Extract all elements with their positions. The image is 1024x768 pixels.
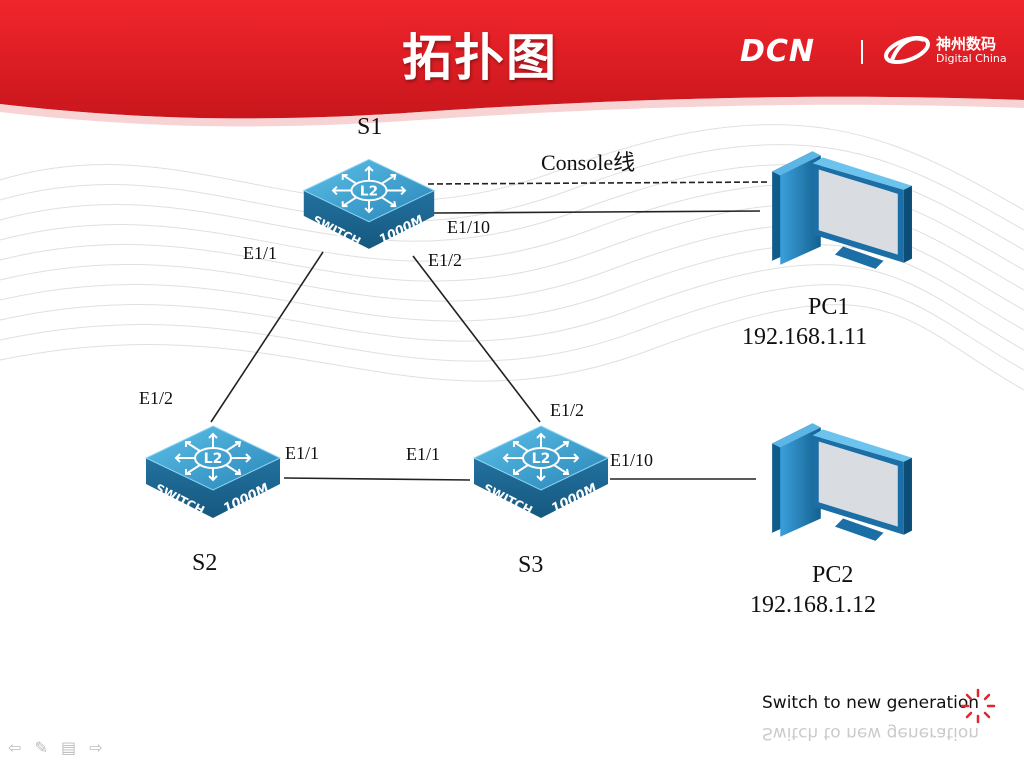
slogan: Switch to new generation [762,693,980,713]
pc1-label: PC1 [808,294,850,320]
s2-port-e1-2: E1/2 [139,388,173,408]
link-s2-s3 [283,477,471,481]
s2-port-e1-1: E1/1 [285,443,319,463]
pen-icon[interactable]: ✎ [34,738,48,757]
digital-china-logo-icon [884,35,930,65]
pc2-icon[interactable] [772,423,912,541]
switch-s2-icon[interactable] [145,425,281,519]
menu-icon[interactable]: ▤ [61,738,77,757]
pc1-ip: 192.168.1.11 [742,324,868,350]
slideshow-nav: ⇦ ✎ ▤ ⇨ [8,738,111,757]
link-s1-s2 [210,251,324,423]
page-title: 拓扑图 [402,29,558,87]
header-banner [0,0,1024,127]
link-s1-pc1 [433,210,761,214]
s1-label: S1 [357,114,383,140]
pc2-ip: 192.168.1.12 [750,592,876,618]
logo-chinese-name: 神州数码 [936,35,997,53]
logo-english-name: Digital China [936,52,1007,65]
s2-label: S2 [192,550,218,576]
s3-port-e1-2: E1/2 [550,400,584,420]
console-link [427,181,771,185]
s3-label: S3 [518,552,544,578]
logo-divider [861,40,863,64]
pc2-label: PC2 [812,562,854,588]
s1-port-e1-1: E1/1 [243,243,277,263]
switch-s3-icon[interactable] [473,425,609,519]
dcn-logo: DCN [740,34,816,69]
console-cable-label: Console线 [541,150,636,175]
next-arrow-icon[interactable]: ⇨ [89,738,103,757]
link-s1-s3 [412,255,541,423]
previous-arrow-icon[interactable]: ⇦ [8,738,22,757]
s3-port-e1-10: E1/10 [610,450,653,470]
slogan-reflection: Switch to new generation [762,723,980,743]
s3-port-e1-1: E1/1 [406,444,440,464]
s1-port-e1-10: E1/10 [447,217,490,237]
switch-s1-icon[interactable] [302,158,436,250]
s1-port-e1-2: E1/2 [428,250,462,270]
sunburst-icon [960,688,996,724]
pc1-icon[interactable] [772,151,912,269]
